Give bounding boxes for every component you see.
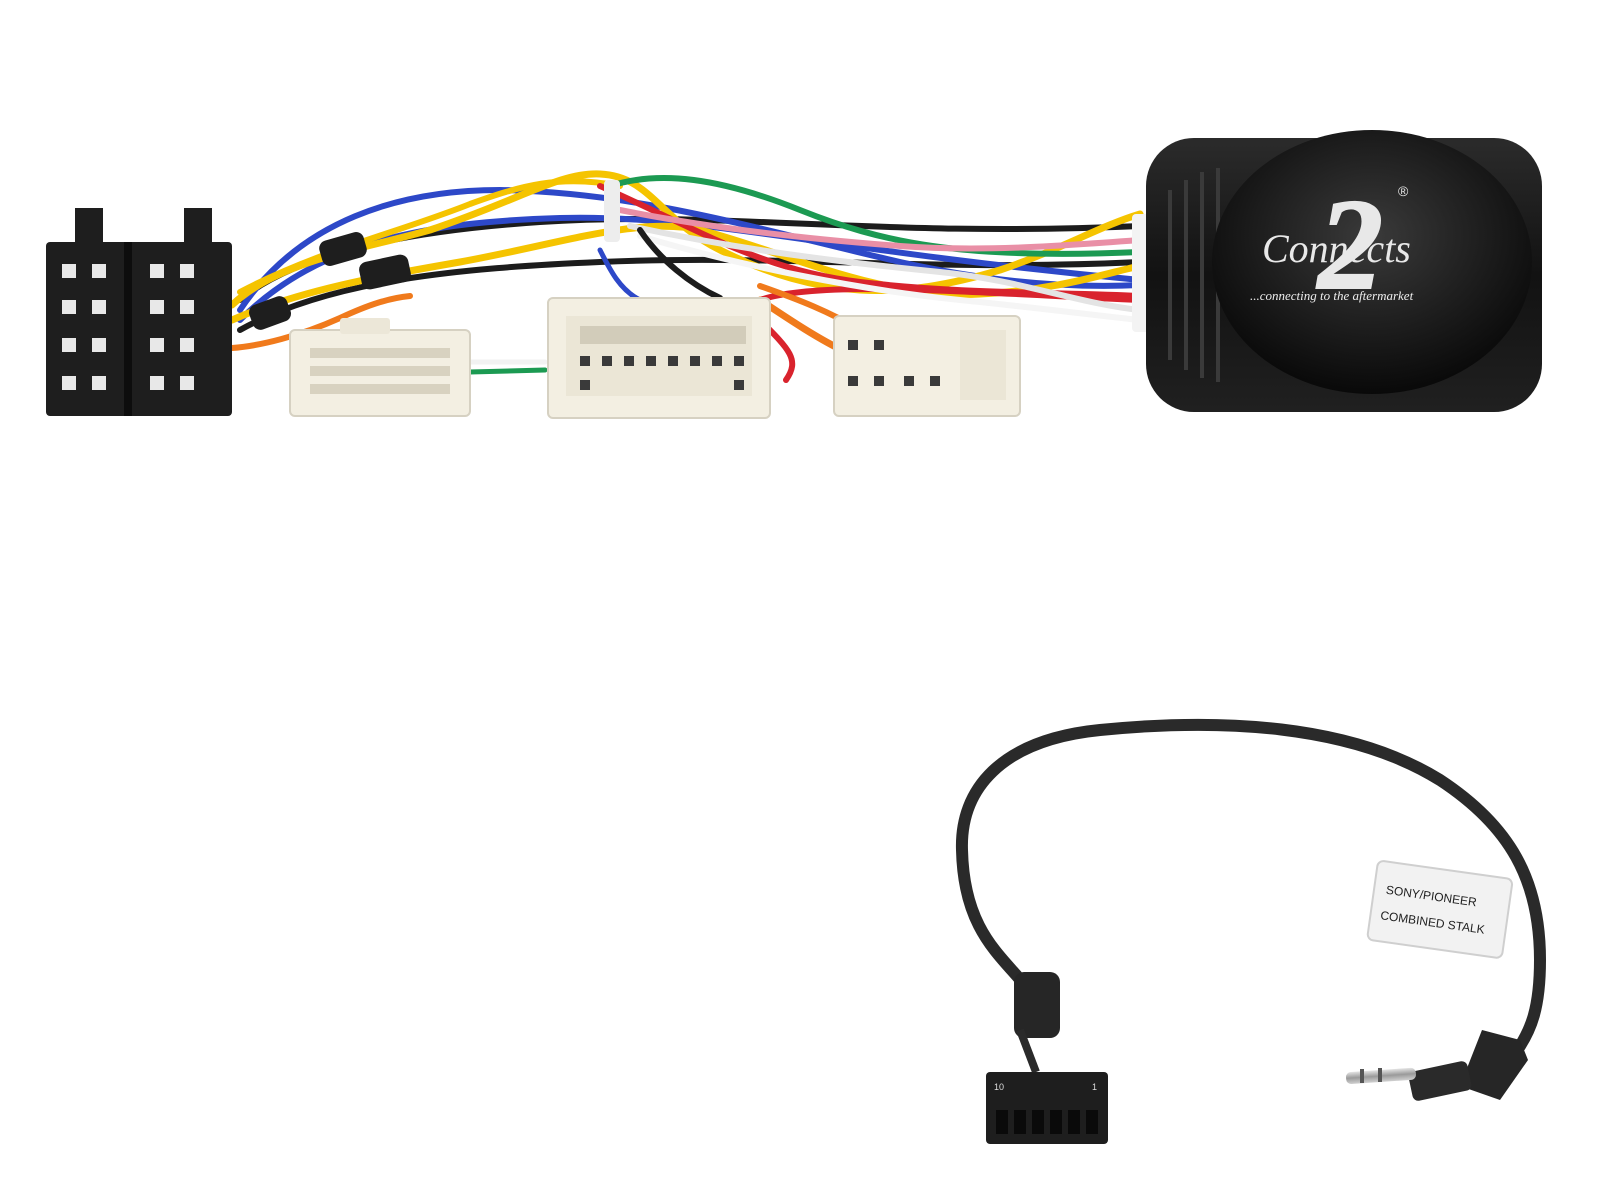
vehicle-connector-icon bbox=[547, 297, 771, 419]
brand-number: 2 bbox=[1316, 173, 1383, 317]
wire-pink-1 bbox=[617, 207, 1143, 252]
vehicle-connector-icon bbox=[833, 315, 1021, 417]
iso-connector-icon bbox=[46, 208, 232, 416]
heat-shrink-3 bbox=[249, 296, 291, 330]
wire-orange-1 bbox=[229, 293, 413, 351]
interface-module-icon: 2 Connects ® ...connecting to the afterm… bbox=[1132, 130, 1542, 412]
brand-tagline: ...connecting to the aftermarket bbox=[1250, 288, 1414, 303]
wire-yellow-3 bbox=[237, 178, 623, 295]
wire-green-2 bbox=[467, 367, 548, 375]
brand-word: Connects bbox=[1262, 226, 1411, 271]
wire-drop-mid bbox=[637, 227, 723, 301]
wire-black-2 bbox=[237, 256, 1143, 333]
wire-white-3 bbox=[637, 233, 1143, 323]
heat-shrink-2 bbox=[359, 254, 411, 290]
heat-shrink-1 bbox=[319, 232, 367, 266]
wire-loom bbox=[228, 170, 1144, 383]
wire-blue-1 bbox=[237, 186, 1143, 313]
wire-white-2 bbox=[627, 223, 1143, 313]
wire-tie bbox=[604, 180, 620, 242]
brand-logo: 2 Connects ® ...connecting to the afterm… bbox=[1250, 172, 1414, 318]
cable-label: SONY/PIONEER COMBINED STALK bbox=[1366, 860, 1514, 959]
molex-plug-icon: 10 1 bbox=[986, 972, 1108, 1144]
plug-pin-mark-right: 1 bbox=[1092, 1082, 1097, 1092]
vehicle-connector-icon bbox=[289, 318, 471, 417]
wire-drop-mid2 bbox=[597, 247, 643, 303]
plug-pin-mark-left: 10 bbox=[994, 1082, 1004, 1092]
registered-mark: ® bbox=[1398, 183, 1409, 199]
wire-yellow-1 bbox=[228, 170, 1144, 309]
stalk-lead: SONY/PIONEER COMBINED STALK 10 1 bbox=[955, 718, 1547, 1144]
cable bbox=[955, 718, 1547, 1052]
jack-plug-icon bbox=[1346, 1030, 1528, 1101]
wire-green-1 bbox=[607, 175, 1143, 257]
